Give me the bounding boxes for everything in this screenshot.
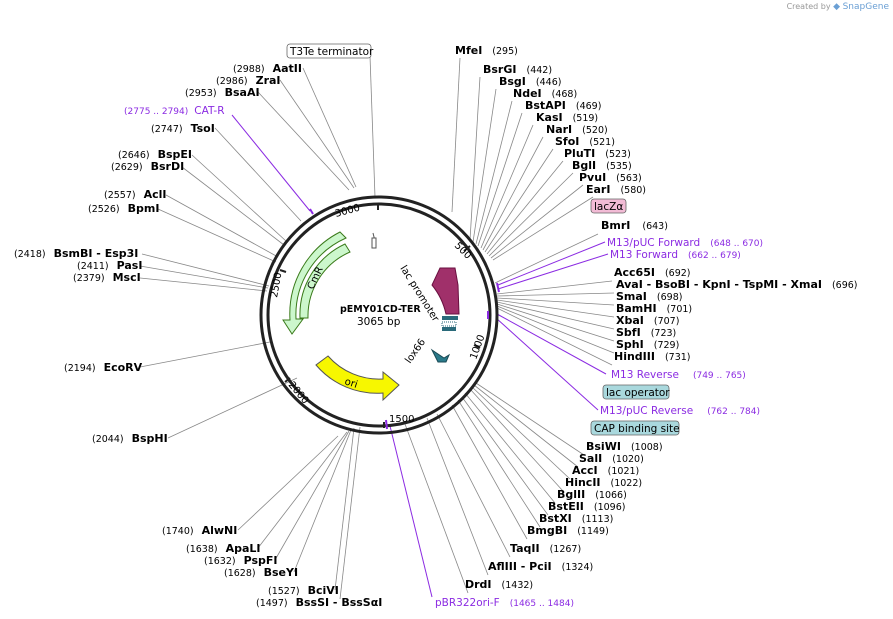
site-bseyi[interactable]: (1628)BseYI bbox=[224, 566, 298, 579]
site-bsteii[interactable]: BstEII(1096) bbox=[548, 500, 625, 513]
site-bsrdi[interactable]: (2629)BsrDI bbox=[111, 160, 184, 173]
site-bpmi[interactable]: (2526)BpmI bbox=[88, 202, 159, 215]
site-acc65i[interactable]: Acc65I(692) bbox=[614, 266, 691, 279]
site-kasi[interactable]: KasI(519) bbox=[536, 111, 598, 124]
tick-500: 500 bbox=[452, 240, 473, 261]
site-acli[interactable]: (2557)AclI bbox=[104, 188, 167, 201]
lac-operator-box[interactable]: lac operator bbox=[602, 384, 670, 400]
ori-label: ori bbox=[343, 376, 359, 390]
site-hincii[interactable]: HincII(1022) bbox=[565, 476, 642, 489]
site-msci[interactable]: (2379)MscI bbox=[73, 271, 141, 284]
site-avai-group[interactable]: AvaI - BsoBI - KpnI - TspMI - XmaI(696) bbox=[616, 278, 858, 291]
site-sphi[interactable]: SphI(729) bbox=[616, 338, 679, 351]
site-zrai[interactable]: (2986)ZraI bbox=[216, 74, 281, 87]
tick-1500: 1500 bbox=[389, 414, 414, 425]
site-bglii[interactable]: BglII(1066) bbox=[557, 488, 627, 501]
site-sbfi[interactable]: SbfI(723) bbox=[616, 326, 676, 339]
site-drdi[interactable]: DrdI(1432) bbox=[465, 578, 533, 591]
primer-pbr322ori-f[interactable]: pBR322ori-F(1465 .. 1484) bbox=[435, 597, 574, 609]
tick-2500: 2500 bbox=[269, 272, 284, 299]
tick-marks bbox=[279, 205, 481, 428]
credit-prefix: Created by bbox=[786, 2, 831, 11]
site-labels-right: MfeI(295) BsrGI(442) BsgI(446) NdeI(468)… bbox=[455, 44, 858, 591]
site-bsphi[interactable]: (2044)BspHI bbox=[92, 432, 168, 445]
lac-promoter-label: lac promoter bbox=[397, 264, 441, 325]
site-sali[interactable]: SalI(1020) bbox=[579, 452, 644, 465]
backbone-outer bbox=[259, 195, 499, 435]
t3te-box-label: T3Te terminator bbox=[289, 46, 374, 58]
site-tsoi[interactable]: (2747)TsoI bbox=[151, 122, 215, 135]
plasmid-length: 3065 bp bbox=[357, 316, 401, 328]
ori-feature[interactable]: ori bbox=[315, 355, 400, 402]
site-bamhi[interactable]: BamHI(701) bbox=[616, 302, 692, 315]
lacz-box[interactable]: lacZα bbox=[590, 198, 627, 214]
site-eari[interactable]: EarI(580) bbox=[586, 183, 646, 196]
site-smai[interactable]: SmaI(698) bbox=[616, 290, 682, 303]
credit-brand: SnapGene bbox=[842, 2, 889, 12]
site-bstapi[interactable]: BstAPI(469) bbox=[525, 99, 601, 112]
site-sfoi[interactable]: SfoI(521) bbox=[555, 135, 615, 148]
site-bmgbi[interactable]: BmgBI(1149) bbox=[527, 524, 609, 537]
site-nari[interactable]: NarI(520) bbox=[546, 123, 608, 136]
site-pspfi[interactable]: (1632)PspFI bbox=[204, 554, 278, 567]
cap-box[interactable]: CAP binding site bbox=[590, 420, 680, 436]
site-acci[interactable]: AccI(1021) bbox=[572, 464, 639, 477]
t3te-box[interactable]: T3Te terminator bbox=[286, 43, 374, 59]
lac-promoter-feature[interactable]: lac promoter bbox=[397, 264, 460, 325]
site-bsiwi[interactable]: BsiWI(1008) bbox=[586, 440, 663, 453]
site-pvui[interactable]: PvuI(563) bbox=[579, 171, 642, 184]
primer-labels: (2775 .. 2794)CAT-R M13/pUC Forward(648 … bbox=[124, 105, 763, 609]
lox66-label: lox66 bbox=[403, 337, 428, 366]
primer-cat-r[interactable]: (2775 .. 2794)CAT-R bbox=[124, 105, 225, 117]
site-pluti[interactable]: PluTI(523) bbox=[564, 147, 631, 160]
site-bcivi[interactable]: (1527)BciVI bbox=[268, 584, 339, 597]
site-bsaai[interactable]: (2953)BsaAI bbox=[185, 86, 260, 99]
site-pasi[interactable]: (2411)PasI bbox=[77, 259, 142, 272]
primer-m13-forward[interactable]: M13 Forward(662 .. 679) bbox=[610, 249, 741, 261]
plasmid-name: pEMY01CD-TER bbox=[340, 304, 421, 315]
primer-leader-lines bbox=[231, 114, 609, 598]
site-apali[interactable]: (1638)ApaLI bbox=[186, 542, 261, 555]
site-ndei[interactable]: NdeI(468) bbox=[513, 87, 577, 100]
lox66-feature[interactable]: lox66 bbox=[403, 337, 451, 366]
credit-watermark: Created by ◆ SnapGene bbox=[787, 2, 889, 12]
primer-marks bbox=[309, 208, 500, 430]
site-bspei[interactable]: (2646)BspEI bbox=[118, 148, 192, 161]
lac-operator-mark[interactable] bbox=[441, 316, 458, 331]
primer-m13-reverse[interactable]: M13 Reverse(749 .. 765) bbox=[611, 369, 746, 381]
site-mfei[interactable]: MfeI(295) bbox=[455, 44, 518, 57]
cap-box-label: CAP binding site bbox=[594, 423, 680, 435]
site-taqii[interactable]: TaqII(1267) bbox=[510, 542, 581, 555]
site-labels-left: (1527)BciVI (1497)BssSI - BssSαI (1628)B… bbox=[14, 62, 382, 609]
lacz-box-label: lacZα bbox=[594, 201, 623, 213]
site-bsrgi[interactable]: BsrGI(442) bbox=[483, 63, 552, 76]
site-bgli[interactable]: BglI(535) bbox=[572, 159, 632, 172]
site-bmri[interactable]: BmrI(643) bbox=[601, 219, 668, 232]
primer-m13-puc-reverse[interactable]: M13/pUC Reverse(762 .. 784) bbox=[600, 405, 760, 417]
site-afliii-pcii[interactable]: AflIII - PciI(1324) bbox=[488, 560, 593, 573]
site-leader-lines bbox=[139, 55, 615, 600]
cmr-feature[interactable]: CmR bbox=[282, 231, 351, 335]
primer-m13-puc-forward[interactable]: M13/pUC Forward(648 .. 670) bbox=[607, 237, 763, 249]
backbone-inner bbox=[266, 202, 492, 428]
site-bsmbi-esp3i[interactable]: (2418)BsmBI - Esp3I bbox=[14, 247, 138, 260]
site-xbai[interactable]: XbaI(707) bbox=[616, 314, 679, 327]
site-ecorv[interactable]: (2194)EcoRV bbox=[64, 361, 143, 374]
site-alwni[interactable]: (1740)AlwNI bbox=[162, 524, 237, 537]
site-bstxi[interactable]: BstXI(1113) bbox=[539, 512, 613, 525]
site-hindiii[interactable]: HindIII(731) bbox=[614, 350, 691, 363]
t3te-feature[interactable] bbox=[371, 232, 377, 249]
lac-operator-box-label: lac operator bbox=[606, 387, 670, 399]
snapgene-logo-icon: ◆ bbox=[833, 2, 841, 12]
site-aatii[interactable]: (2988)AatII bbox=[233, 62, 302, 75]
site-bsgi[interactable]: BsgI(446) bbox=[499, 75, 561, 88]
site-bsssi[interactable]: (1497)BssSI - BssSαI bbox=[256, 596, 382, 609]
